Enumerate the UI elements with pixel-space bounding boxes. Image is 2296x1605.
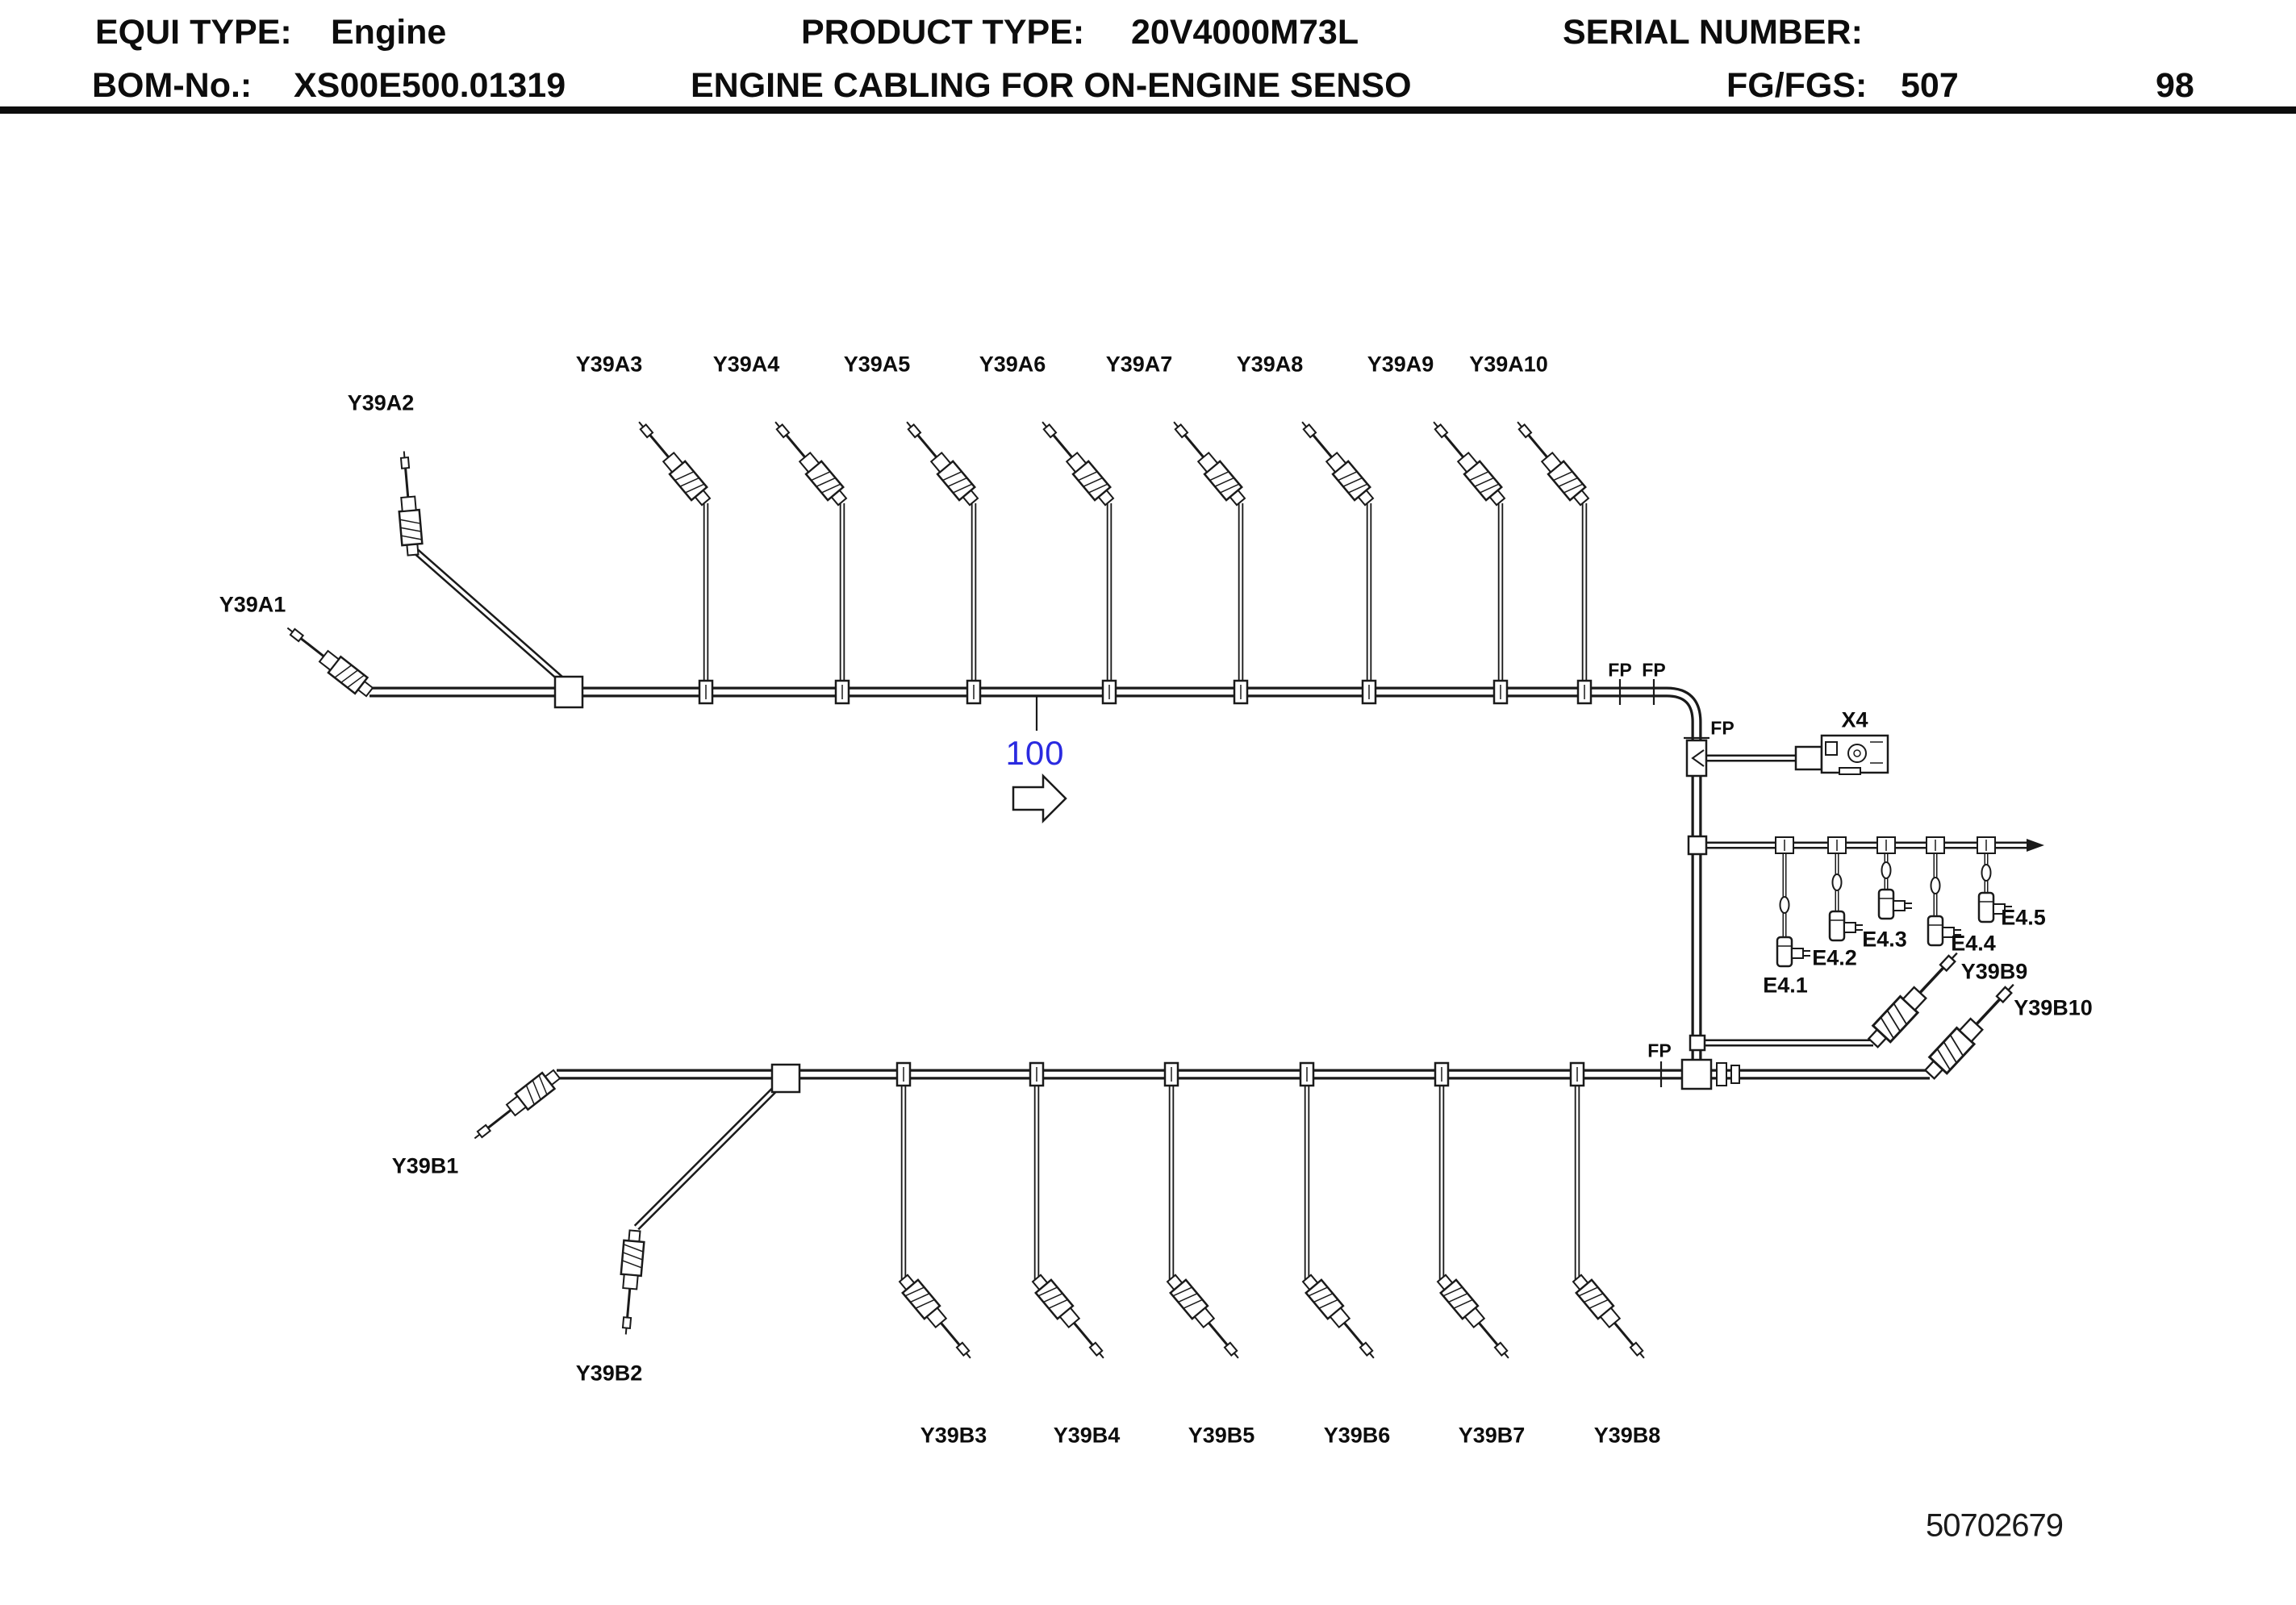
y39b2-junction-box xyxy=(770,1063,801,1094)
y39b10-connector xyxy=(1919,974,2024,1084)
y39a7-connector xyxy=(1165,414,1250,510)
y39b5-connector xyxy=(1162,1270,1247,1366)
fp-label-4: FP xyxy=(1647,1040,1672,1061)
connector-label-y39a2: Y39A2 xyxy=(347,390,415,415)
y39b4-connector xyxy=(1027,1270,1113,1366)
fp-label-1: FP xyxy=(1608,659,1632,681)
connector-label-y39b10: Y39B10 xyxy=(2014,995,2093,1020)
bottom-sensor-connectors xyxy=(467,943,2024,1366)
fp-label-3: FP xyxy=(1710,717,1735,739)
y39a6-connector xyxy=(1033,414,1119,510)
y39a2-cable xyxy=(414,548,567,686)
equi-type-value: Engine xyxy=(331,13,447,52)
y39a2-connector xyxy=(392,448,424,557)
e4-3-connector xyxy=(1877,888,1914,920)
connector-label-y39a9: Y39A9 xyxy=(1367,352,1434,377)
fg-fgs-value: 507 xyxy=(1901,66,1959,105)
connector-label-y39a4: Y39A4 xyxy=(712,352,780,377)
harness-ref-number: 100 xyxy=(1005,734,1065,772)
x4-tee-fitting xyxy=(1685,739,1708,777)
fg-fgs-label: FG/FGS: xyxy=(1726,66,1868,105)
connector-label-y39b2: Y39B2 xyxy=(575,1361,643,1386)
connector-label-e4-1: E4.1 xyxy=(1763,973,1808,998)
y39b3-connector xyxy=(894,1270,979,1366)
bom-label: BOM-No.: xyxy=(92,66,253,105)
connector-label-y39a6: Y39A6 xyxy=(979,352,1046,377)
equi-type-label: EQUI TYPE: xyxy=(95,13,292,52)
y39a2-junction-box xyxy=(553,675,584,709)
connector-label-y39b9: Y39B9 xyxy=(1960,959,2028,984)
e4-tee-fitting xyxy=(1687,835,1708,856)
connector-label-y39a5: Y39A5 xyxy=(843,352,911,377)
connector-label-e4-3: E4.3 xyxy=(1862,927,1907,952)
e4-rail xyxy=(1702,839,2044,852)
connector-label-y39a7: Y39A7 xyxy=(1105,352,1173,377)
bottom-bus-tee-fitting xyxy=(1680,1058,1740,1090)
drawing-title: ENGINE CABLING FOR ON-ENGINE SENSO xyxy=(691,66,1412,105)
connector-label-y39a1: Y39A1 xyxy=(219,592,286,617)
top-branch-wires xyxy=(703,503,1588,690)
direction-arrow-icon xyxy=(1012,773,1067,824)
connector-label-y39a3: Y39A3 xyxy=(575,352,643,377)
y39a10-connector xyxy=(1509,414,1594,510)
e4-2-connector xyxy=(1828,910,1864,942)
e4-rail-arrowhead xyxy=(2027,839,2044,852)
connector-label-y39b3: Y39B3 xyxy=(920,1423,987,1448)
y39b9-tee-fitting xyxy=(1689,1034,1706,1052)
connector-label-y39b8: Y39B8 xyxy=(1593,1423,1661,1448)
serial-number-label: SERIAL NUMBER: xyxy=(1563,13,1863,52)
y39b2-connector xyxy=(614,1228,646,1337)
y39b6-connector xyxy=(1297,1270,1383,1366)
connector-label-e4-4: E4.4 xyxy=(1951,931,1996,956)
bom-value: XS00E500.01319 xyxy=(294,66,566,105)
connector-label-y39b7: Y39B7 xyxy=(1458,1423,1526,1448)
connector-label-e4-2: E4.2 xyxy=(1812,945,1857,970)
bottom-branch-wires xyxy=(900,1078,1580,1281)
connector-label-y39b6: Y39B6 xyxy=(1323,1423,1391,1448)
y39a5-connector xyxy=(898,414,983,510)
product-type-label: PRODUCT TYPE: xyxy=(801,13,1085,52)
fp-tick-marks xyxy=(1618,679,1709,1087)
drawing-number: 50702679 xyxy=(1926,1507,2064,1544)
y39a1-connector xyxy=(280,619,378,702)
connector-label-y39b4: Y39B4 xyxy=(1053,1423,1121,1448)
connector-label-y39b1: Y39B1 xyxy=(391,1153,459,1178)
e4-rail-clips xyxy=(1775,836,1996,854)
x4-connector xyxy=(1794,734,1889,775)
connector-label-y39a8: Y39A8 xyxy=(1236,352,1304,377)
fp-label-2: FP xyxy=(1642,659,1666,681)
connector-label-y39b5: Y39B5 xyxy=(1188,1423,1255,1448)
connector-label-e4-5: E4.5 xyxy=(2001,905,2046,930)
page-number: 98 xyxy=(2156,66,2194,105)
top-bus-clips xyxy=(698,679,1593,705)
e4-1-connector xyxy=(1776,936,1812,968)
y39a3-connector xyxy=(630,414,716,510)
e4-connectors xyxy=(1776,861,2014,968)
bus-junction-clips xyxy=(553,675,1996,1094)
y39b7-connector xyxy=(1432,1270,1517,1366)
y39a4-connector xyxy=(766,414,852,510)
y39b1-connector xyxy=(467,1065,565,1148)
bottom-bus-clips xyxy=(895,1061,1585,1087)
y39b2-cable xyxy=(633,1082,783,1231)
y39b8-connector xyxy=(1568,1270,1653,1366)
header-divider xyxy=(0,106,2296,114)
y39a9-connector xyxy=(1425,414,1510,510)
y39a8-connector xyxy=(1293,414,1379,510)
connector-label-y39a10: Y39A10 xyxy=(1469,352,1548,377)
main-bus xyxy=(369,686,1702,1074)
top-sensor-connectors xyxy=(280,414,1594,702)
connector-label-x4: X4 xyxy=(1841,707,1868,732)
product-type-value: 20V4000M73L xyxy=(1131,13,1359,52)
